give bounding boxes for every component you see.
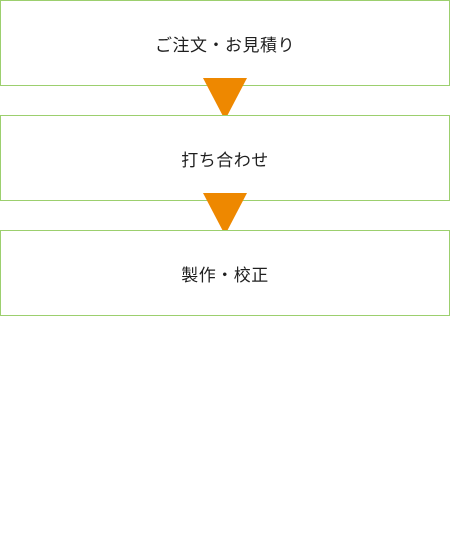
step-label: ご注文・お見積り [155,35,295,56]
step-box-order-estimate: ご注文・お見積り [0,0,450,86]
step-label: 打ち合わせ [181,150,269,171]
step-box-meeting: 打ち合わせ [0,115,450,201]
step-label: 製作・校正 [181,265,269,286]
step-box-production-proofing: 製作・校正 [0,230,450,316]
arrow-down-icon [203,78,247,120]
arrow-down-icon [203,193,247,235]
